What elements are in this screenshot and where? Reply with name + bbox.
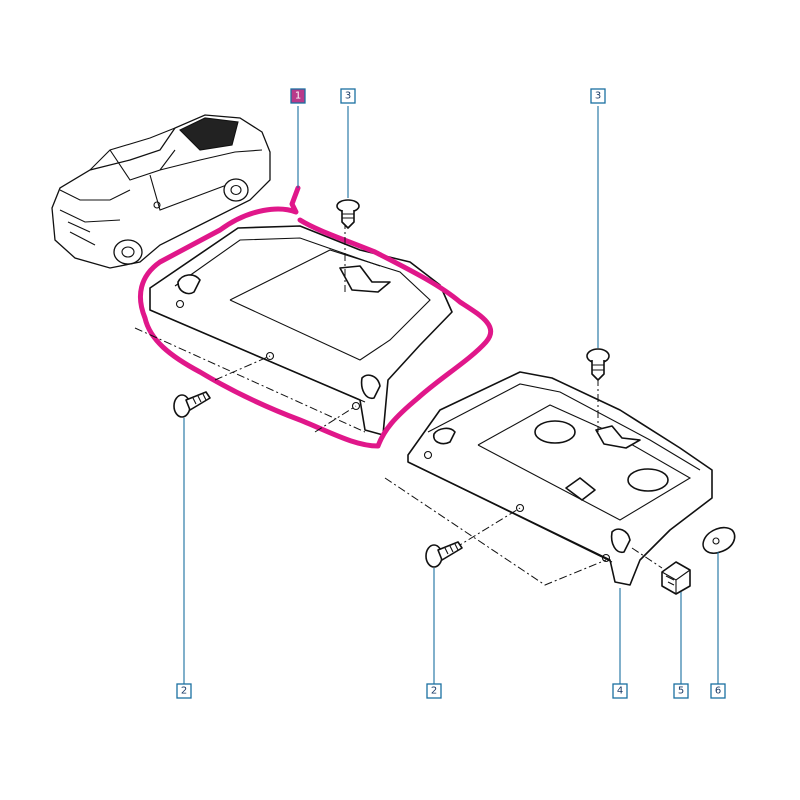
- screw-icon: [425, 541, 463, 568]
- svg-text:5: 5: [678, 686, 684, 697]
- push-clip-icon: [336, 199, 360, 229]
- assembly-lines-right: [384, 378, 663, 586]
- callout-6[interactable]: 6: [710, 683, 726, 699]
- svg-text:4: 4: [617, 686, 623, 697]
- callout-2-left[interactable]: 2: [176, 683, 192, 699]
- callout-3-right[interactable]: 3: [590, 88, 606, 104]
- callout-2-right[interactable]: 2: [426, 683, 442, 699]
- callout-3-left[interactable]: 3: [340, 88, 356, 104]
- leader-lines: [183, 106, 719, 684]
- callout-5[interactable]: 5: [673, 683, 689, 699]
- clip-holder-icon: [661, 561, 691, 595]
- rear-shelf-panel-right: [407, 371, 713, 586]
- svg-text:2: 2: [431, 686, 437, 697]
- svg-text:2: 2: [181, 686, 187, 697]
- grommet-icon: [702, 526, 736, 555]
- svg-text:6: 6: [715, 686, 721, 697]
- rear-shelf-panel-left: [149, 225, 453, 436]
- svg-text:1: 1: [295, 91, 301, 102]
- assembly-lines-left: [134, 205, 366, 433]
- car-icon: [51, 114, 271, 269]
- callout-4[interactable]: 4: [612, 683, 628, 699]
- screw-icon: [173, 391, 211, 418]
- svg-text:3: 3: [595, 91, 601, 102]
- svg-text:3: 3: [345, 91, 351, 102]
- callout-1[interactable]: 1: [290, 88, 306, 104]
- push-clip-icon: [586, 348, 610, 381]
- selection-highlight: [137, 185, 494, 449]
